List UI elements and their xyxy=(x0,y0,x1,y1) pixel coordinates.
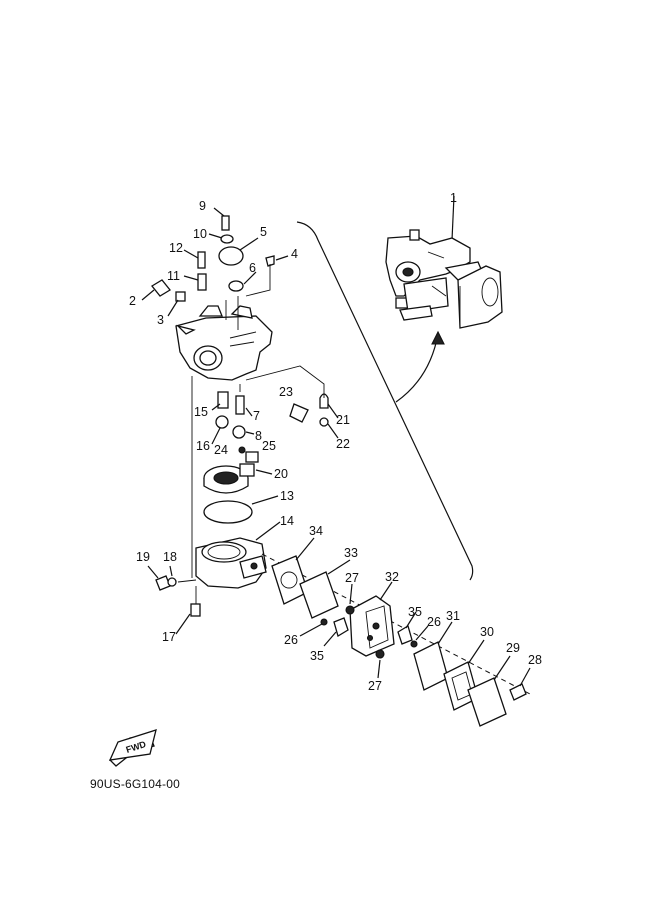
callout-15: 15 xyxy=(194,405,208,419)
grouping-bracket xyxy=(296,221,474,581)
clip-22 xyxy=(319,417,329,427)
screw-28 xyxy=(509,683,527,701)
callout-23: 23 xyxy=(279,385,293,399)
callout-30: 30 xyxy=(480,625,494,639)
washer-10 xyxy=(220,234,234,244)
callout-35a: 35 xyxy=(408,605,422,619)
callout-26a: 26 xyxy=(427,615,441,629)
needle-7 xyxy=(235,395,245,415)
callout-17: 17 xyxy=(162,630,176,644)
callout-21: 21 xyxy=(336,413,350,427)
callout-labels: 9 10 5 12 4 6 11 2 3 1 23 21 15 7 8 22 1… xyxy=(129,191,542,693)
float-bowl-14 xyxy=(195,537,267,589)
callout-20: 20 xyxy=(274,467,288,481)
callout-34: 34 xyxy=(309,524,323,538)
callout-19: 19 xyxy=(136,550,150,564)
screw-24 xyxy=(238,446,246,454)
drain-screw-17 xyxy=(190,603,201,617)
callout-35b: 35 xyxy=(310,649,324,663)
callout-33: 33 xyxy=(344,546,358,560)
callout-7: 7 xyxy=(253,409,260,423)
jet-15 xyxy=(217,391,229,409)
callout-6: 6 xyxy=(249,261,256,275)
plug-4 xyxy=(265,255,275,267)
callout-3: 3 xyxy=(157,313,164,327)
screw-2 xyxy=(151,279,171,297)
screw-9 xyxy=(221,215,230,231)
callout-2: 2 xyxy=(129,294,136,308)
cover-5 xyxy=(218,246,244,266)
callout-27b: 27 xyxy=(368,679,382,693)
screw-27b xyxy=(375,649,385,659)
callout-5: 5 xyxy=(260,225,267,239)
pin-23 xyxy=(289,403,309,423)
screw-27a xyxy=(345,605,355,615)
joint-35a xyxy=(333,617,349,637)
callout-13: 13 xyxy=(280,489,294,503)
screw-12 xyxy=(197,251,206,269)
callout-24: 24 xyxy=(214,443,228,457)
screw-25 xyxy=(245,451,259,463)
washer-18 xyxy=(167,577,177,587)
gasket-34 xyxy=(271,555,309,605)
callout-31: 31 xyxy=(446,609,460,623)
callout-32: 32 xyxy=(385,570,399,584)
joint-35b xyxy=(397,625,413,645)
callout-12: 12 xyxy=(169,241,183,255)
diaphragm-33 xyxy=(299,571,339,619)
gasket-13 xyxy=(203,500,253,524)
carburetor-body xyxy=(175,305,273,381)
callout-27a: 27 xyxy=(345,571,359,585)
callout-29: 29 xyxy=(506,641,520,655)
callout-4: 4 xyxy=(291,247,298,261)
plug-16 xyxy=(215,415,229,429)
callout-26b: 26 xyxy=(284,633,298,647)
callout-10: 10 xyxy=(193,227,207,241)
callout-1: 1 xyxy=(450,191,457,205)
plug-8 xyxy=(232,425,246,439)
callout-25: 25 xyxy=(262,439,276,453)
float-20 xyxy=(203,463,255,494)
gasket-31 xyxy=(413,641,449,691)
callout-18: 18 xyxy=(163,550,177,564)
callout-16: 16 xyxy=(196,439,210,453)
check-valve-26b xyxy=(410,640,418,648)
cap-6 xyxy=(228,280,244,292)
callout-9: 9 xyxy=(199,199,206,213)
callout-28: 28 xyxy=(528,653,542,667)
catalog-code: 90US-6G104-00 xyxy=(90,777,180,791)
needle-valve-21 xyxy=(319,393,329,409)
callout-8: 8 xyxy=(255,429,262,443)
fuel-pump-body-32 xyxy=(349,595,395,657)
callout-22: 22 xyxy=(336,437,350,451)
check-valve-26a xyxy=(320,618,328,626)
fwd-direction-arrow: FWD xyxy=(108,729,157,767)
assembled-carburetor-illustration xyxy=(385,195,503,329)
spring-11 xyxy=(197,273,207,291)
callout-14: 14 xyxy=(280,514,294,528)
pump-cover-29 xyxy=(467,677,507,727)
spring-3 xyxy=(175,291,186,302)
callout-11: 11 xyxy=(167,269,180,283)
